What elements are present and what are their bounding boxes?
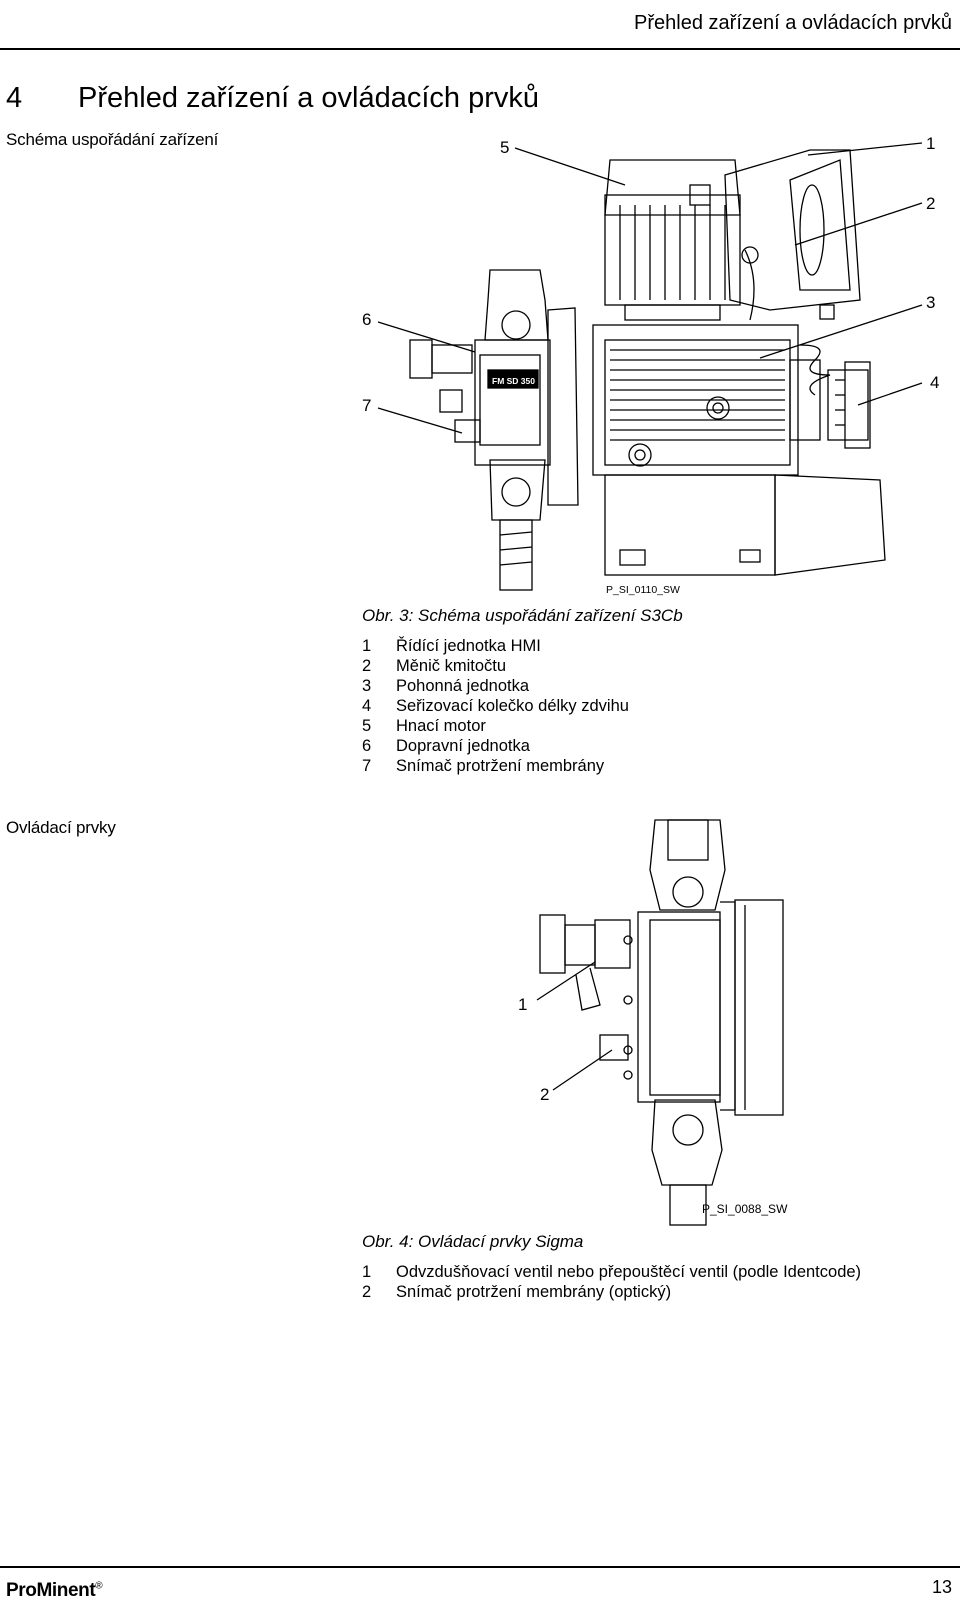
figure-caption-2: Obr. 4: Ovládací prvky Sigma (362, 1232, 584, 1251)
callout-4: 4 (930, 373, 940, 392)
leader-line-b1 (536, 961, 596, 1001)
leader-line-b2 (552, 1049, 613, 1091)
callout-5: 5 (500, 138, 510, 157)
callout-1: 1 (926, 134, 936, 153)
figure-code-2: P_SI_0088_SW (702, 1202, 788, 1216)
section-heading-controls: Ovládací prvky (6, 818, 116, 837)
callout-b1: 1 (518, 995, 528, 1014)
callout-6: 6 (362, 310, 372, 329)
running-header-title: Přehled zařízení a ovládacích prvků (634, 12, 952, 34)
footer-rule (0, 1566, 960, 1568)
leader-line-2 (794, 202, 923, 246)
prominent-logo: ProMinent® (6, 1580, 103, 1601)
drive-motor-shape (604, 159, 741, 321)
chapter-heading: 4 Přehled zařízení a ovládacích prvků (6, 82, 539, 115)
callout-2: 2 (926, 194, 936, 213)
header-rule (0, 48, 960, 50)
section-heading-layout: Schéma uspořádání zařízení (6, 130, 219, 149)
stroke-knob-shape (827, 361, 871, 449)
chapter-title: Přehled zařízení a ovládacích prvků (78, 82, 540, 114)
callout-b2: 2 (540, 1085, 550, 1104)
drive-unit-shape (592, 324, 886, 576)
leader-line-4 (857, 382, 923, 406)
leader-line-7 (377, 407, 463, 434)
page-number: 13 (931, 1577, 952, 1597)
leader-line-3 (759, 304, 923, 359)
leader-line-5 (514, 147, 626, 186)
callout-7: 7 (362, 396, 372, 415)
liquid-end-detail-shape (539, 819, 784, 1226)
chapter-number: 4 (6, 82, 23, 114)
leader-line-6 (377, 321, 476, 353)
pump-assembly-drawing: FM SD 350 (377, 142, 923, 591)
plate-label: FM SD 350 (492, 376, 535, 386)
liquid-end-detail-drawing (536, 819, 784, 1226)
figure-caption-1: Obr. 3: Schéma uspořádání zařízení S3Cb (362, 606, 683, 625)
control-unit-shape (724, 149, 861, 321)
leader-line-1 (807, 142, 923, 156)
figure-code-1: P_SI_0110_SW (606, 584, 680, 596)
liquid-end-shape (409, 269, 579, 591)
callout-3: 3 (926, 293, 936, 312)
